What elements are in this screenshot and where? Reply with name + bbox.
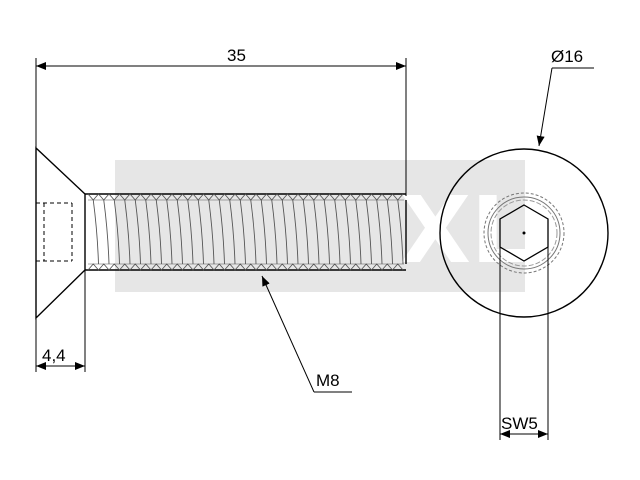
countersunk-head bbox=[35, 146, 86, 320]
watermark-text: XL bbox=[400, 177, 530, 284]
thread-circle-dashed bbox=[483, 192, 565, 274]
socket-center-dot bbox=[522, 231, 526, 235]
head-outer-circle bbox=[439, 148, 609, 318]
thread-leader bbox=[261, 275, 352, 393]
socket-counterbore bbox=[490, 199, 558, 267]
socket-size-label: SW5 bbox=[501, 414, 538, 433]
length-dimension bbox=[35, 58, 407, 196]
socket-width-dimension bbox=[499, 247, 549, 440]
head-height-label: 4,4 bbox=[42, 346, 66, 365]
thread-circle bbox=[487, 196, 561, 270]
watermark: XL bbox=[115, 160, 530, 292]
head-height-dimension bbox=[35, 270, 86, 372]
thread-size-label: M8 bbox=[316, 371, 340, 390]
screw-head-end-view bbox=[439, 148, 609, 318]
thread-pattern bbox=[87, 193, 404, 271]
hex-socket-hidden-lines bbox=[36, 202, 73, 262]
diameter-leader bbox=[536, 67, 594, 147]
head-diameter-label: Ø16 bbox=[551, 47, 583, 66]
length-dimension-label: 35 bbox=[227, 46, 246, 65]
screw-side-view bbox=[35, 146, 407, 320]
hex-socket bbox=[499, 204, 549, 262]
